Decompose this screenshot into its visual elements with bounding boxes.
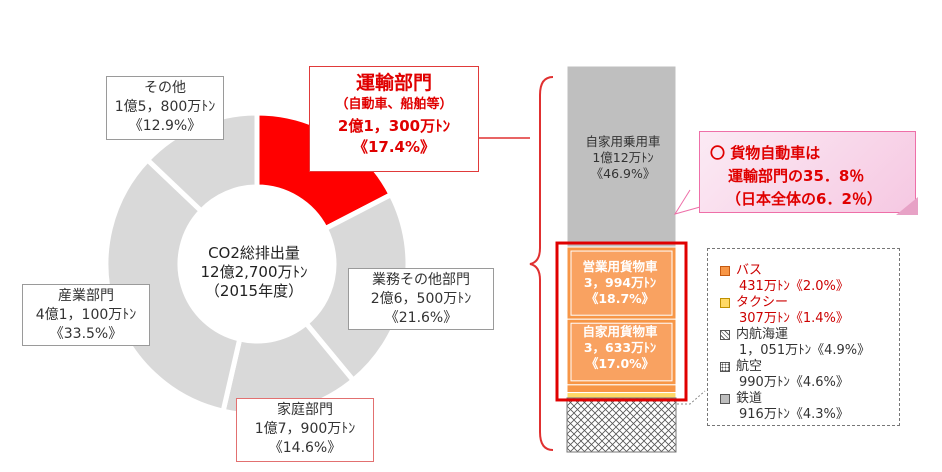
other-name: その他 [144, 80, 186, 96]
legend-aviation-swatch [720, 362, 730, 372]
business-name: 業務その他部門 [372, 272, 470, 288]
legend-aviation-name: 航空 [736, 359, 763, 374]
household-amount: 1億7，900万ﾄﾝ [254, 421, 356, 437]
passenger-car-label: 自家用乗用車 1億12万ﾄﾝ 《46.9%》 [567, 134, 679, 182]
business-amount: 2億6，500万ﾄﾝ [370, 291, 472, 307]
other-pct: 《12.9%》 [128, 118, 202, 134]
commercial-truck-label: 営業用貨物車 3，994万ﾄﾝ 《18.7%》 [566, 259, 674, 307]
legend-bus-name: バス [736, 263, 763, 278]
bar-segment-bus [566, 384, 677, 394]
callout-line-3: （日本全体の6．2％） [726, 190, 882, 208]
center-line-1: CO2総排出量 [208, 244, 300, 262]
legend-box [707, 248, 900, 426]
passenger-car-amount: 1億12万ﾄﾝ [592, 150, 654, 165]
bar-segment-taxi [566, 392, 677, 399]
industry-name: 産業部門 [58, 288, 114, 304]
legend-rail-amount: 916万ﾄﾝ《4.3%》 [739, 407, 849, 422]
legend-bus-swatch [720, 266, 730, 276]
commercial-truck-pct: 《18.7%》 [585, 291, 655, 306]
legend-shipping-name: 内航海運 [736, 327, 789, 342]
legend-taxi-swatch [720, 298, 730, 308]
transport-stacked-bar [555, 65, 688, 453]
legend-shipping-amount: 1，051万ﾄﾝ《4.9%》 [739, 343, 871, 358]
legend-connector [677, 390, 706, 405]
bar-segment-other-modes [566, 397, 677, 453]
donut-center-label: CO2総排出量 12億2,700万ﾄﾝ （2015年度） [180, 244, 328, 301]
transport-label-box: 運輸部門 （自動車、船舶等） 2億1，300万ﾄﾝ 《17.4%》 [309, 66, 479, 172]
center-line-3: （2015年度） [204, 282, 304, 300]
bar-segment-passenger-car [566, 65, 677, 248]
donut-slice-industry [103, 156, 243, 415]
freight-highlight-frame [555, 241, 688, 402]
private-truck-label: 自家用貨物車 3，633万ﾄﾝ 《17.0%》 [566, 324, 674, 372]
legend-shipping-swatch [720, 330, 730, 340]
industry-label-box: 産業部門 4億1，100万ﾄﾝ 《33.5%》 [22, 284, 150, 346]
commercial-truck-name: 営業用貨物車 [582, 259, 658, 274]
legend-taxi-amount: 307万ﾄﾝ《1.4%》 [739, 311, 849, 326]
callout-pointer [673, 189, 701, 215]
private-truck-pct: 《17.0%》 [585, 356, 655, 371]
legend-bus-amount: 431万ﾄﾝ《2.0%》 [739, 279, 849, 294]
bar-segment-inner-commercial-truck [570, 250, 673, 316]
center-line-2: 12億2,700万ﾄﾝ [200, 263, 308, 281]
passenger-car-name: 自家用乗用車 [585, 134, 661, 149]
business-pct: 《21.6%》 [384, 310, 458, 326]
commercial-truck-amount: 3，994万ﾄﾝ [583, 275, 657, 290]
callout-line-2: 運輸部門の35．8％ [728, 167, 865, 185]
brace [529, 76, 554, 451]
business-label-box: 業務その他部門 2億6，500万ﾄﾝ 《21.6%》 [348, 268, 494, 330]
industry-pct: 《33.5%》 [49, 326, 123, 342]
callout-line-1: 〇 貨物自動車は [710, 144, 821, 162]
household-name: 家庭部門 [277, 402, 333, 418]
bar-segment-inner-private-truck [570, 322, 673, 382]
industry-amount: 4億1，100万ﾄﾝ [35, 307, 137, 323]
transport-pct: 《17.4%》 [352, 138, 436, 156]
legend-taxi-name: タクシー [736, 295, 789, 310]
private-truck-amount: 3，633万ﾄﾝ [583, 340, 657, 355]
transport-amount: 2億1，300万ﾄﾝ [337, 117, 451, 135]
passenger-car-pct: 《46.9%》 [590, 166, 656, 181]
legend-rail-swatch [720, 394, 730, 404]
transport-sub: （自動車、船舶等） [335, 97, 453, 112]
transport-name: 運輸部門 [355, 72, 432, 94]
other-amount: 1億5，800万ﾄﾝ [114, 99, 216, 115]
freight-callout: 〇 貨物自動車は 運輸部門の35．8％ （日本全体の6．2％） [699, 131, 916, 213]
other-label-box: その他 1億5，800万ﾄﾝ 《12.9%》 [106, 76, 224, 140]
household-pct: 《14.6%》 [268, 440, 342, 456]
household-label-box: 家庭部門 1億7，900万ﾄﾝ 《14.6%》 [236, 398, 374, 462]
legend-aviation-amount: 990万ﾄﾝ《4.6%》 [739, 375, 849, 390]
legend-rail-name: 鉄道 [736, 391, 763, 406]
private-truck-name: 自家用貨物車 [582, 324, 658, 339]
